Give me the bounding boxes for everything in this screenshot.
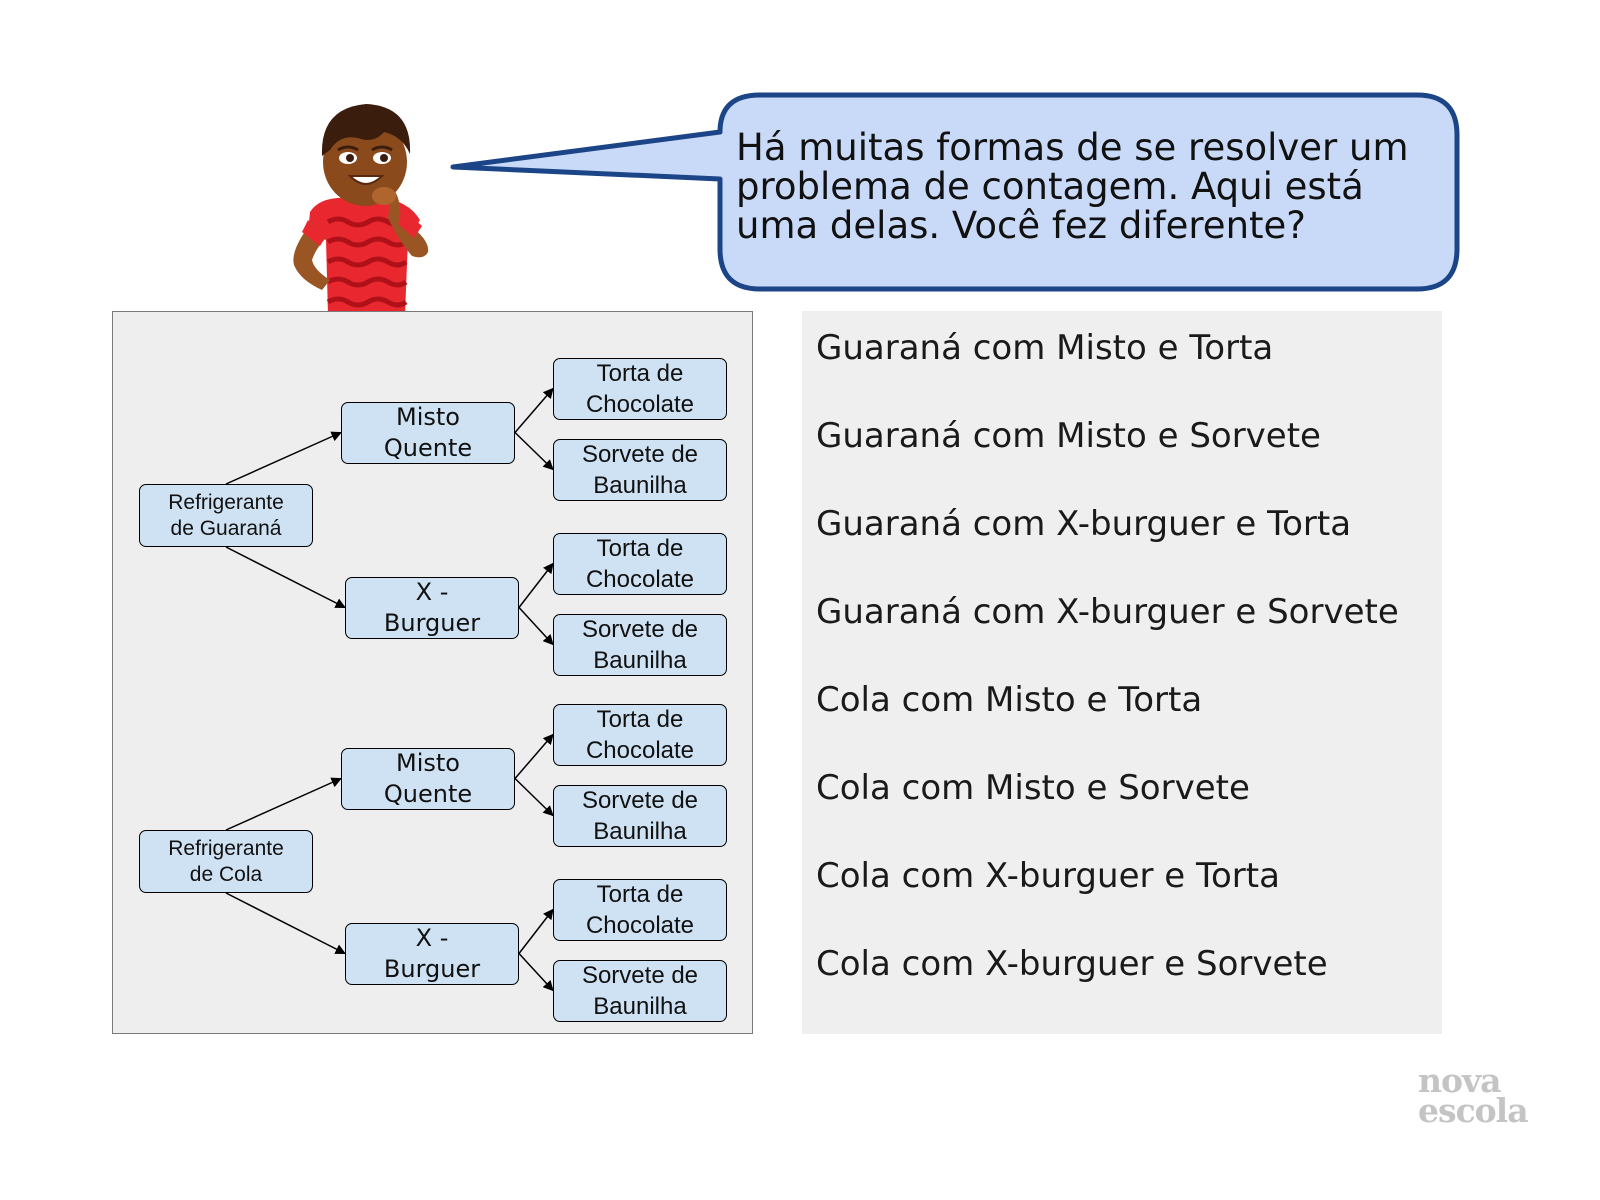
node-label-line: Torta de (596, 705, 684, 733)
combination-item: Cola com Misto e Torta (816, 680, 1203, 720)
combination-item: Guaraná com X-burguer e Sorvete (816, 592, 1399, 632)
nova-escola-logo: nova escola (1418, 1061, 1538, 1130)
tree-arrow (514, 431, 554, 471)
tree-main-dish-node: X -Burguer (345, 922, 519, 985)
combination-item: Cola com Misto e Sorvete (816, 768, 1250, 808)
node-label-line: Burguer (383, 608, 481, 637)
tree-dessert-node: Torta de Chocolate (553, 357, 727, 420)
speech-line: Há muitas formas de se resolver um (736, 126, 1409, 169)
node-label-line: Chocolate (585, 565, 695, 593)
node-label-line: X - (415, 923, 449, 952)
node-label-line: de Cola (189, 862, 263, 886)
tree-main-dish-node: X -Burguer (345, 576, 519, 639)
node-label-line: Baunilha (593, 471, 687, 499)
tree-arrow (225, 431, 342, 485)
node-label-line: Quente (383, 433, 473, 462)
logo-line: escola (1418, 1091, 1529, 1130)
node-label-line: Sorvete de (581, 786, 699, 814)
node-label-line: Torta de (596, 534, 684, 562)
node-label-line: Refrigerante (168, 490, 284, 514)
tree-dessert-node: Torta de Chocolate (553, 532, 727, 595)
tree-arrow (518, 606, 554, 646)
node-label-line: Burguer (383, 954, 481, 983)
tree-connectors (225, 387, 554, 992)
combination-item: Guaraná com Misto e Sorvete (816, 416, 1321, 456)
node-label-line: Baunilha (593, 817, 687, 845)
combination-item: Guaraná com Misto e Torta (816, 328, 1274, 368)
tree-dessert-node: Torta de Chocolate (553, 703, 727, 766)
tree-dessert-node: Sorvete de Baunilha (553, 613, 727, 676)
tree-dessert-node: Sorvete de Baunilha (553, 438, 727, 501)
combinations-panel (802, 311, 1442, 1034)
speech-bubble-text: Há muitas formas de se resolver um probl… (736, 128, 1436, 245)
tree-arrow (514, 777, 554, 817)
node-label-line: Chocolate (585, 390, 695, 418)
tree-arrow (225, 546, 346, 609)
node-label-line: Misto (396, 748, 460, 777)
tree-arrow (514, 387, 554, 433)
node-label-line: Chocolate (585, 911, 695, 939)
node-label-line: X - (415, 577, 449, 606)
node-label-line: Misto (396, 402, 460, 431)
node-label-line: Sorvete de (581, 440, 699, 468)
speech-bubble (450, 92, 1460, 292)
tree-arrow (518, 908, 554, 954)
tree-arrow (518, 952, 554, 992)
node-label-line: Quente (383, 779, 473, 808)
node-label-line: Sorvete de (581, 961, 699, 989)
node-label-line: Sorvete de (581, 615, 699, 643)
tree-dessert-node: Sorvete de Baunilha (553, 959, 727, 1022)
node-label-line: Refrigerante (168, 836, 284, 860)
speech-line: uma delas. Você fez diferente? (736, 204, 1306, 247)
logo-line: nova (1418, 1061, 1502, 1100)
speech-line: problema de contagem. Aqui está (736, 165, 1364, 208)
tree-arrow (514, 733, 554, 779)
combination-item: Cola com X-burguer e Sorvete (816, 944, 1328, 984)
combination-item: Cola com X-burguer e Torta (816, 856, 1280, 896)
thinking-boy-illustration (293, 104, 429, 315)
node-label-line: Baunilha (593, 646, 687, 674)
tree-arrow (518, 562, 554, 608)
tree-dessert-node: Torta de Chocolate (553, 878, 727, 941)
node-label-line: de Guaraná (170, 516, 282, 540)
tree-arrow (225, 892, 346, 955)
combination-item: Guaraná com X-burguer e Torta (816, 504, 1352, 544)
node-label-line: Chocolate (585, 736, 695, 764)
tree-arrow (225, 777, 342, 831)
tree-dessert-node: Sorvete de Baunilha (553, 784, 727, 847)
node-label-line: Baunilha (593, 992, 687, 1020)
node-label-line: Torta de (596, 880, 684, 908)
node-label-line: Torta de (596, 359, 684, 387)
